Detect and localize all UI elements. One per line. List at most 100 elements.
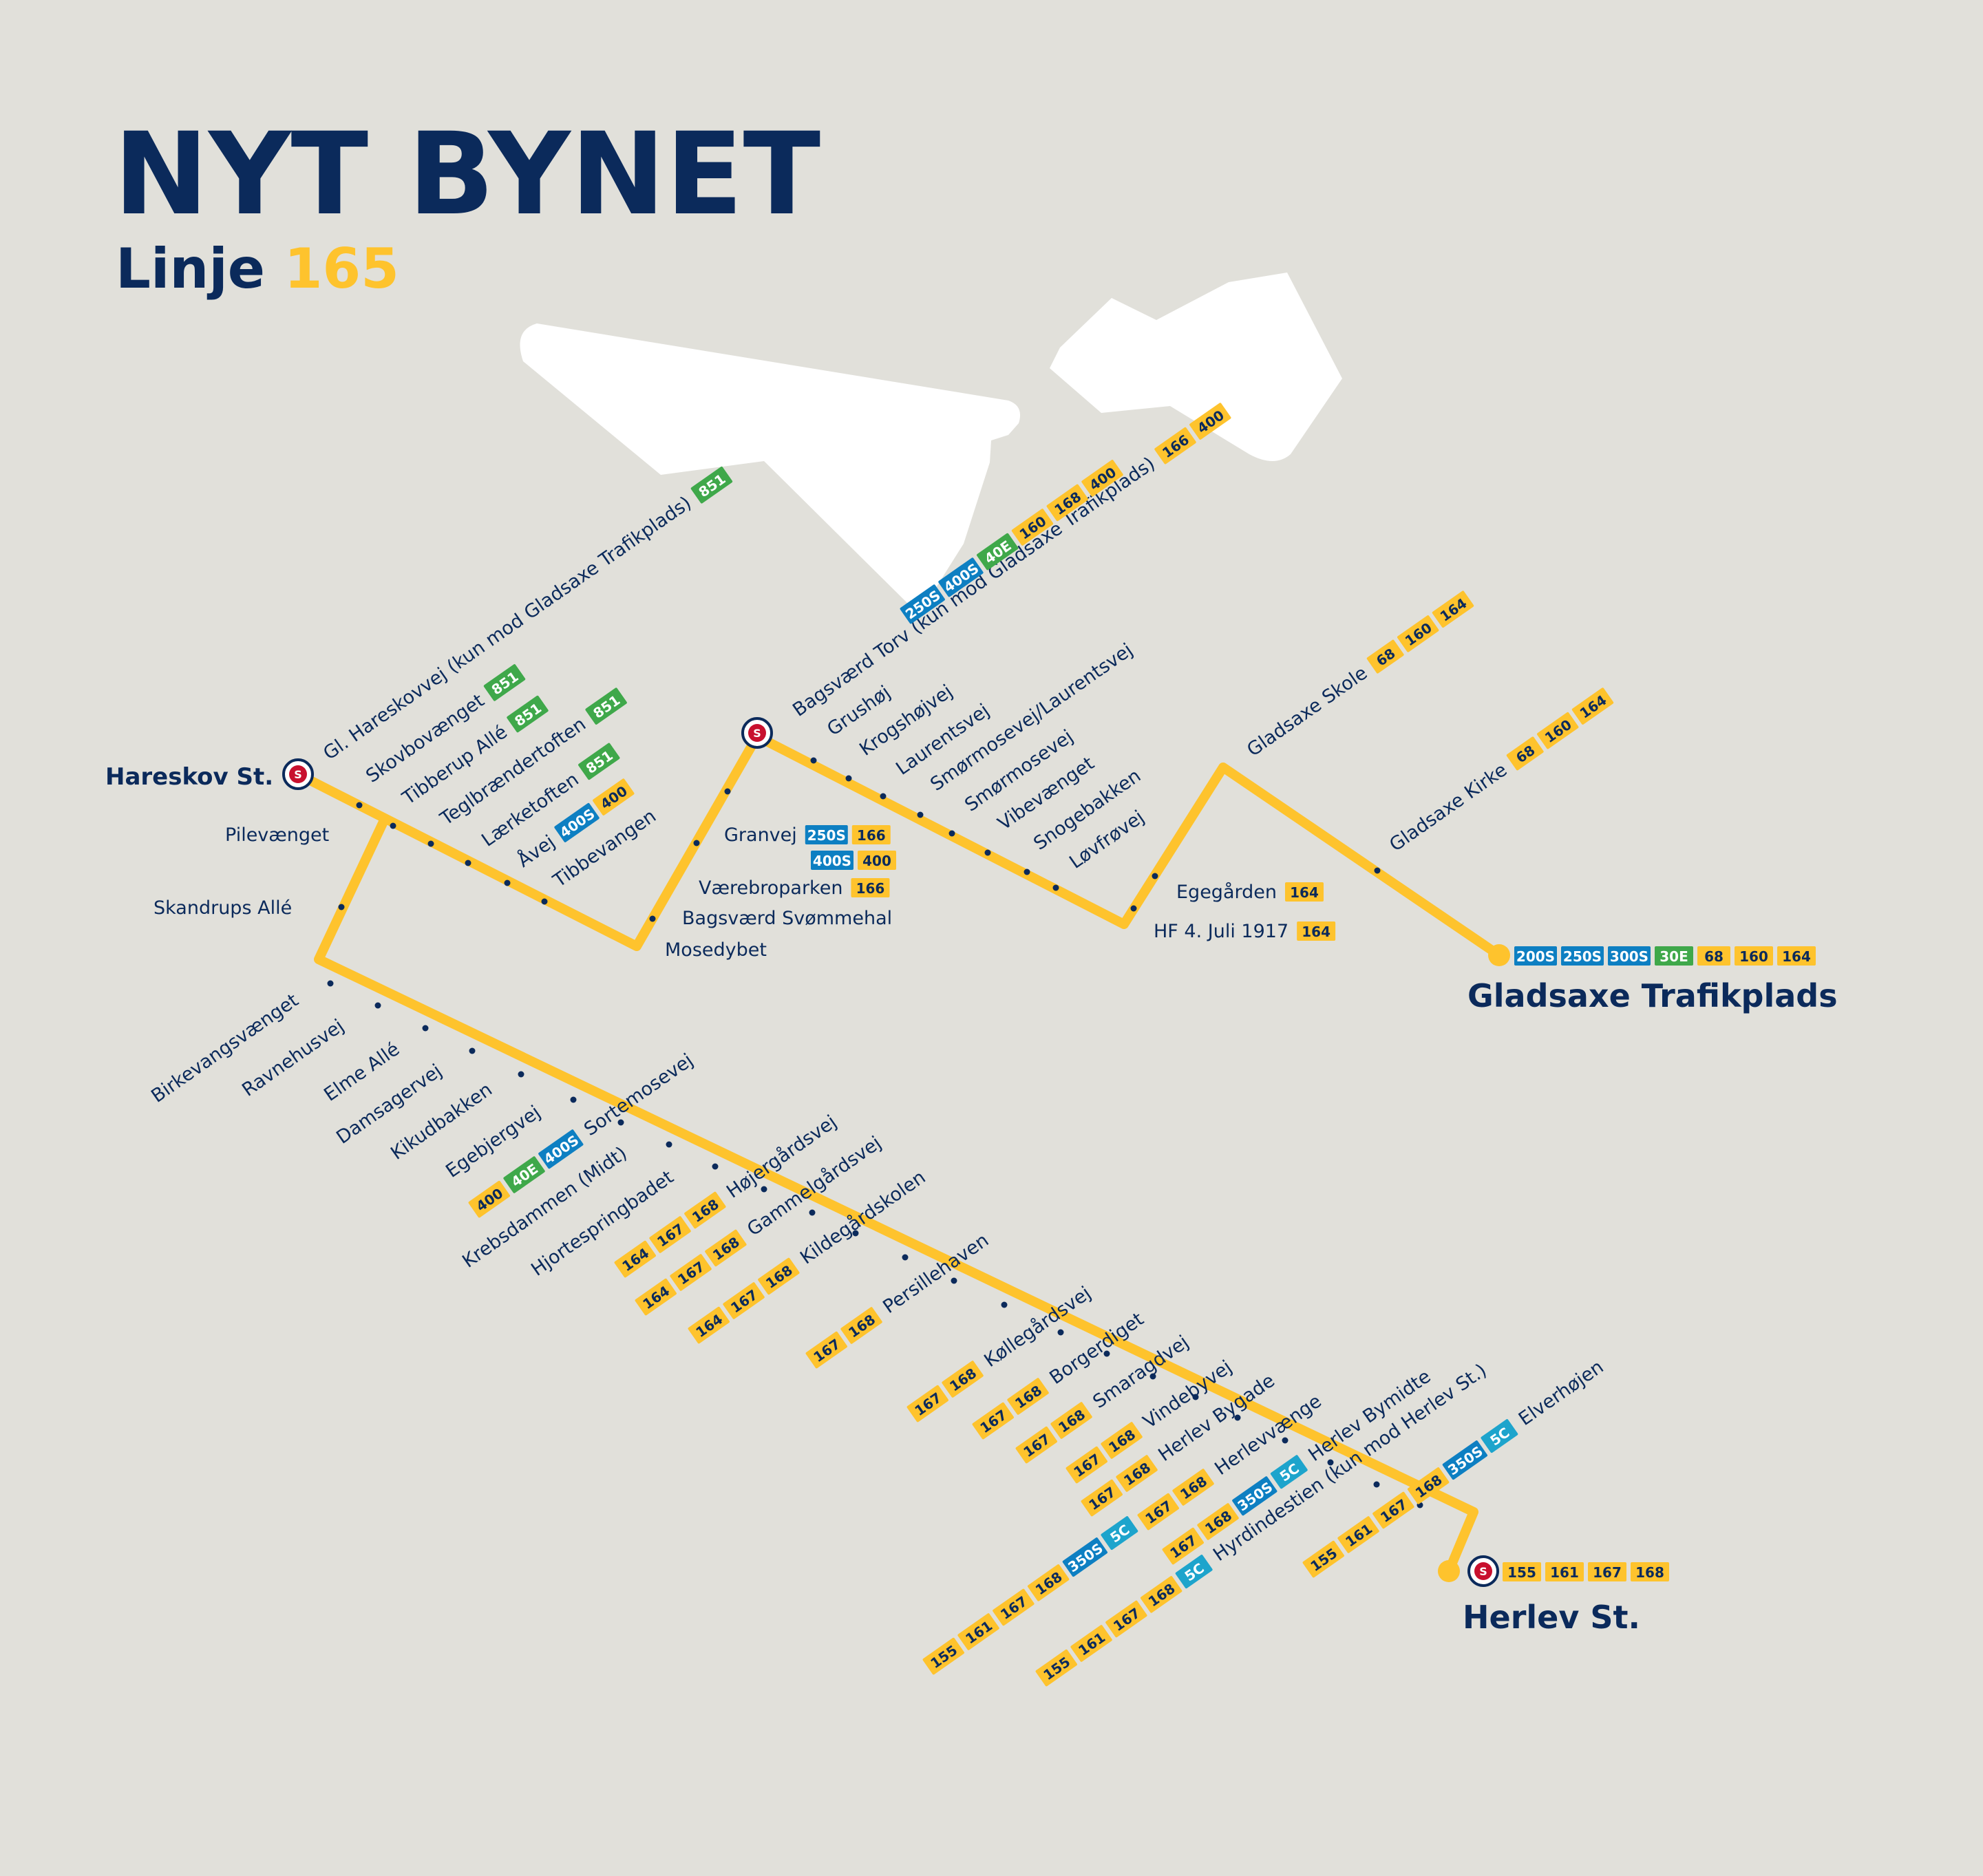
stop-granvej: Granvej 250S 166 <box>724 824 891 846</box>
s-train-icon: S <box>1467 1555 1499 1587</box>
svg-text:400: 400 <box>862 853 891 869</box>
route-badge: 250S <box>805 825 848 844</box>
svg-text:300S: 300S <box>1610 948 1648 965</box>
stop-dot <box>809 1209 816 1216</box>
stop-label: HF 4. Juli 1917 <box>1154 921 1289 942</box>
terminal-dot-gladsaxe <box>1488 944 1510 966</box>
route-badge: 161 <box>1545 1562 1584 1581</box>
line-number: 165 <box>284 237 399 301</box>
stop-dot <box>570 1096 577 1103</box>
route-badge: 166 <box>851 825 891 844</box>
stop-bagsvaerd_svommehal: Bagsværd Svømmehal <box>682 908 892 929</box>
route-badge: 30E <box>1655 946 1693 966</box>
stop-dot <box>374 1002 381 1009</box>
route-badge: 851 <box>483 664 526 701</box>
stop-dot <box>390 822 396 829</box>
svg-text:164: 164 <box>1290 884 1319 901</box>
stop-dot <box>902 1254 909 1261</box>
stop-dot <box>712 1163 719 1170</box>
stop-dot <box>1130 905 1137 912</box>
stop-label: Granvej <box>724 824 797 846</box>
route-badge: 68 <box>1697 946 1730 966</box>
route-line <box>293 732 1504 960</box>
route-badge: 167 <box>972 1402 1014 1440</box>
line-prefix: Linje <box>116 237 265 301</box>
stop-dot <box>1057 1329 1064 1336</box>
stop-dot <box>617 1119 624 1126</box>
route-branch <box>314 816 1478 1576</box>
s-train-icon: S <box>282 758 314 790</box>
route-badge: 168 <box>1631 1562 1669 1581</box>
stop-dot <box>338 904 345 910</box>
stop-skandrups: Skandrups Allé <box>153 897 292 919</box>
route-badge: 200S <box>1514 946 1557 966</box>
route-badge: 166 <box>851 878 890 897</box>
svg-text:161: 161 <box>1550 1564 1579 1581</box>
svg-text:S: S <box>1479 1565 1487 1578</box>
stop-pilevaenget: Pilevænget <box>225 824 329 846</box>
stop-dot <box>1001 1301 1008 1308</box>
stop-mosedybet: Mosedybet <box>665 939 767 961</box>
stop-dot <box>948 830 955 837</box>
stop-dot <box>1192 1394 1199 1400</box>
route-badge: 160 <box>1735 946 1773 966</box>
stop-dot <box>1327 1459 1334 1466</box>
stop-dot <box>422 1025 429 1032</box>
svg-text:S: S <box>294 768 302 781</box>
stop-dot <box>1373 1481 1380 1488</box>
svg-text:S: S <box>753 727 761 740</box>
svg-text:68: 68 <box>1704 948 1724 965</box>
route-badge: 167 <box>1137 1493 1179 1531</box>
stop-dot <box>724 788 731 795</box>
svg-text:200S: 200S <box>1516 948 1555 965</box>
stop-dot <box>1282 1437 1289 1444</box>
stop-label: Pilevænget <box>225 824 329 846</box>
stop-dots <box>327 757 1423 1509</box>
stop-dot <box>1103 1350 1110 1357</box>
stop-hf4juli: HF 4. Juli 1917 164 <box>1154 921 1336 942</box>
stop-dot <box>1234 1414 1241 1421</box>
stop-vaerebroparken: Værebroparken 166 <box>699 877 890 899</box>
stop-dot <box>761 1186 767 1193</box>
stop-dot <box>852 1230 859 1237</box>
stop-label: Mosedybet <box>665 939 767 961</box>
station-herlev: Herlev St. <box>1463 1599 1640 1636</box>
stop-dot <box>845 775 852 782</box>
stop-dot <box>469 1047 476 1054</box>
route-badge: 164 <box>1297 921 1336 941</box>
route-badge: 155 <box>1503 1562 1541 1581</box>
svg-text:164: 164 <box>1782 948 1811 965</box>
stop-egegaarden: Egegården 164 <box>1176 882 1324 903</box>
stop-dot <box>951 1277 957 1284</box>
station-gladsaxe: Gladsaxe Trafikplads <box>1467 977 1838 1014</box>
stop-granvej_2: 400S 400 <box>811 851 896 870</box>
line-label: Linje 165 <box>116 237 399 301</box>
svg-text:168: 168 <box>1635 1564 1664 1581</box>
route-badge: 168 <box>1172 1469 1214 1506</box>
route-badge: 400S <box>811 851 853 870</box>
svg-text:30E: 30E <box>1659 948 1688 965</box>
route-badge: 164 <box>1777 946 1816 966</box>
s-train-icon: S <box>741 717 773 749</box>
stop-dot <box>1152 873 1158 880</box>
station-hareskov: Hareskov St. <box>105 763 273 791</box>
stop-label: Egegården <box>1176 882 1277 903</box>
stop-label: Bagsværd Svømmehal <box>682 908 892 929</box>
stop-dot <box>518 1071 524 1078</box>
route-badge: 851 <box>585 687 627 725</box>
stop-dot <box>1024 868 1030 875</box>
route-badge: 168 <box>1046 484 1088 522</box>
stop-label: Værebroparken <box>699 877 842 899</box>
stop-dot <box>693 840 700 846</box>
stop-dot <box>327 980 334 987</box>
svg-text:166: 166 <box>857 827 886 844</box>
page-title: NYT BYNET <box>114 108 820 240</box>
stop-dot <box>917 811 924 818</box>
stop-dot <box>356 802 363 809</box>
stop-dot <box>465 860 471 866</box>
route-badge: 5C <box>1175 1555 1213 1589</box>
